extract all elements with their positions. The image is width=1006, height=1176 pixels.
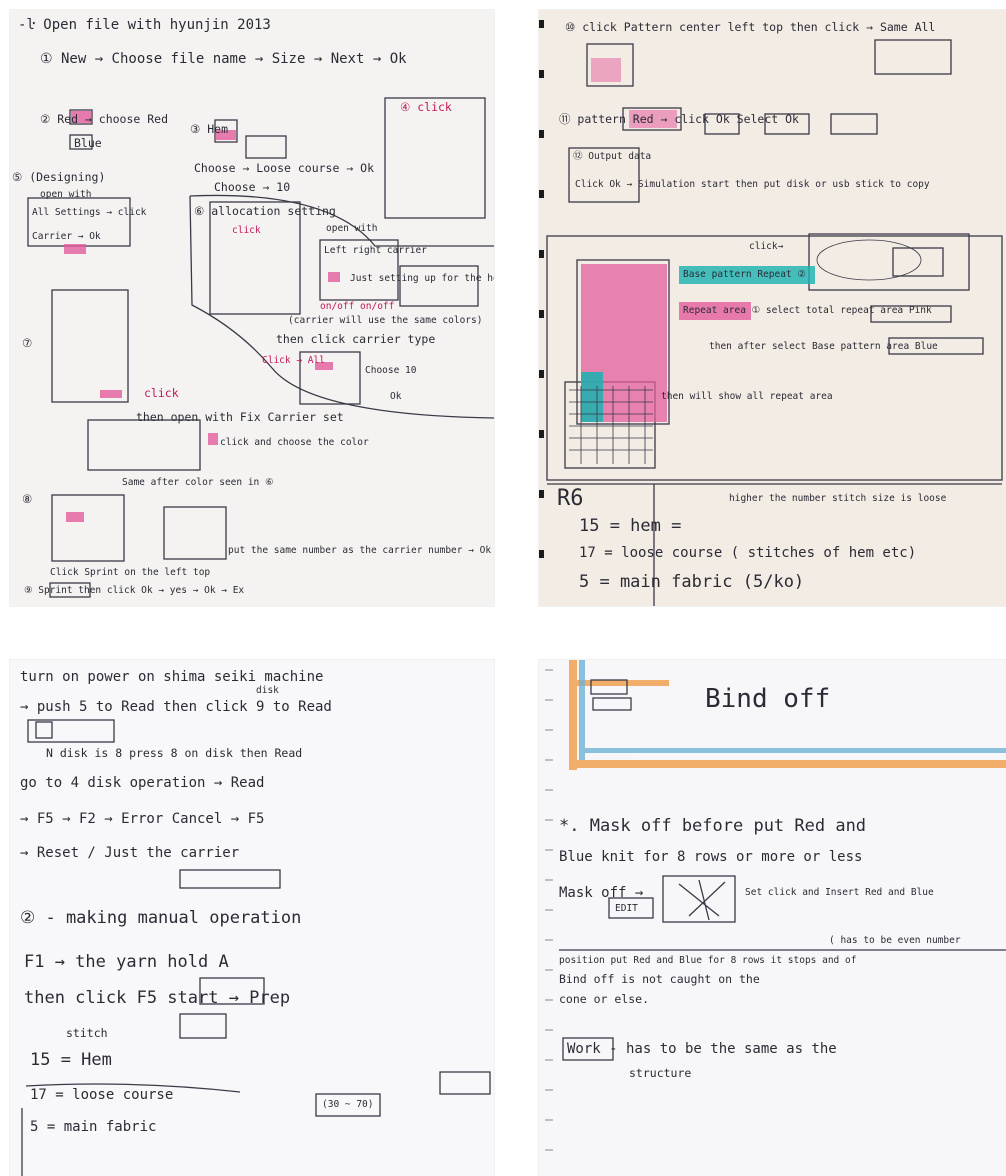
note-line: ⑨ Sprint then click Ok → yes → Ok → Ex — [24, 585, 245, 596]
note-line: Click Sprint on the left top — [50, 567, 211, 578]
note-line: Choose 10 — [365, 365, 417, 376]
note-line: position put Red and Blue for 8 rows it … — [559, 955, 857, 966]
note-line: R6 — [557, 486, 584, 511]
note-line: cone or else. — [559, 992, 650, 1006]
sketch-drawings-bottom-right — [545, 660, 1006, 1151]
note-line: (30 ~ 70) — [322, 1099, 374, 1110]
note-line: ⑪ pattern Red → click Ok Select Ok — [559, 112, 799, 126]
note-line: Click Ok → Simulation start then put dis… — [575, 179, 930, 190]
note-line: 17 = loose course ( stitches of hem etc) — [579, 545, 917, 561]
note-line: → F5 → F2 → Error Cancel → F5 — [20, 811, 265, 827]
note-line: ① New → Choose file name → Size → Next →… — [40, 51, 407, 67]
note-line: click — [232, 225, 261, 236]
note-line: Repeat area ① select total repeat area P… — [683, 305, 932, 316]
note-line: N disk is 8 press 8 on disk then Read — [46, 746, 303, 760]
note-line: stitch — [66, 1026, 108, 1040]
note-line: ⑩ click Pattern center left top then cli… — [565, 20, 936, 34]
note-line: Left right carrier — [324, 245, 427, 256]
note-line: Click → All — [262, 355, 325, 366]
note-line: 15 = hem = — [579, 516, 682, 536]
photo-top-right: ⑩ click Pattern center left top then cli… — [539, 10, 1006, 606]
note-line: then click F5 start → Prep — [24, 988, 291, 1008]
photo-bottom-left: turn on power on shima seiki machine → p… — [10, 660, 494, 1176]
note-line: ⑥ allocation setting — [194, 204, 336, 218]
sketch-drawings-top-right — [539, 20, 1003, 606]
note-line: 17 = loose course — [30, 1087, 174, 1103]
note-line: ( has to be even number — [829, 935, 961, 946]
note-line: then open with Fix Carrier set — [136, 410, 344, 424]
note-line: turn on power on shima seiki machine — [20, 669, 324, 685]
note-line: ② - making manual operation — [20, 908, 302, 928]
note-line: Set click and Insert Red and Blue — [745, 887, 934, 898]
note-line: click — [144, 386, 179, 400]
note-line: 5 = main fabric (5/ko) — [579, 572, 805, 592]
note-line: → Reset / Just the carrier — [20, 845, 240, 861]
note-line: disk — [256, 685, 279, 696]
photo-top-left: -ŀ Open file with hyunjin 2013 ① New → C… — [10, 10, 494, 606]
note-line: 15 = Hem — [30, 1050, 112, 1070]
note-line: Bind off is not caught on the — [559, 972, 760, 986]
note-line: Carrier → Ok — [32, 231, 101, 242]
note-line: Blue — [74, 136, 102, 150]
note-line: go to 4 disk operation → Read — [20, 775, 265, 791]
note-line: Work - has to be the same as the — [567, 1041, 837, 1057]
note-line: on/off on/off — [320, 301, 395, 312]
note-line: Same after color seen in ⑥ — [122, 477, 274, 488]
note-line: Just setting up for the hem — [350, 273, 494, 284]
note-line: ⑤ (Designing) — [12, 170, 106, 184]
note-line: Blue knit for 8 rows or more or less — [559, 849, 863, 865]
note-line: All Settings → click — [32, 207, 147, 218]
note-line: open with — [40, 189, 92, 200]
note-line: then after select Base pattern area Blue — [709, 341, 938, 352]
note-line: ② Red → choose Red — [40, 112, 169, 126]
note-line: ④ click — [400, 100, 452, 114]
note-line: click→ — [749, 241, 784, 252]
note-line: (carrier will use the same colors) — [288, 315, 483, 326]
note-line: put the same number as the carrier numbe… — [228, 545, 492, 556]
note-line: ⑦ — [22, 336, 33, 350]
note-line: higher the number stitch size is loose — [729, 493, 947, 504]
photo-bottom-right: Bind off *. Mask off before put Red and … — [539, 660, 1006, 1176]
note-line: Mask off → — [559, 885, 644, 901]
note-line: Bind off — [705, 684, 831, 714]
note-line: then will show all repeat area — [661, 391, 833, 402]
sketch-drawings-top-left — [27, 97, 494, 598]
note-line: then click carrier type — [276, 332, 436, 346]
note-line: -ŀ Open file with hyunjin 2013 — [18, 17, 271, 33]
note-line: Base pattern Repeat ② — [683, 269, 806, 280]
note-line: ⑧ — [22, 492, 33, 506]
note-line: Ok — [390, 391, 402, 402]
note-line: structure — [629, 1066, 692, 1080]
note-line: *. Mask off before put Red and — [559, 816, 867, 836]
note-line: 5 = main fabric — [30, 1119, 157, 1135]
note-line: F1 → the yarn hold A — [24, 952, 229, 972]
note-line: ⑫ Output data — [573, 151, 652, 162]
note-line: → push 5 to Read then click 9 to Read — [20, 699, 332, 715]
note-line: ③ Hem — [190, 122, 229, 136]
note-line: EDIT — [615, 903, 638, 914]
note-line: Choose → 10 — [214, 180, 291, 194]
sketch-drawings-bottom-left — [21, 719, 491, 1176]
note-line: click and choose the color — [220, 437, 369, 448]
note-line: open with — [326, 223, 378, 234]
note-line: Choose → Loose course → Ok — [194, 161, 375, 175]
